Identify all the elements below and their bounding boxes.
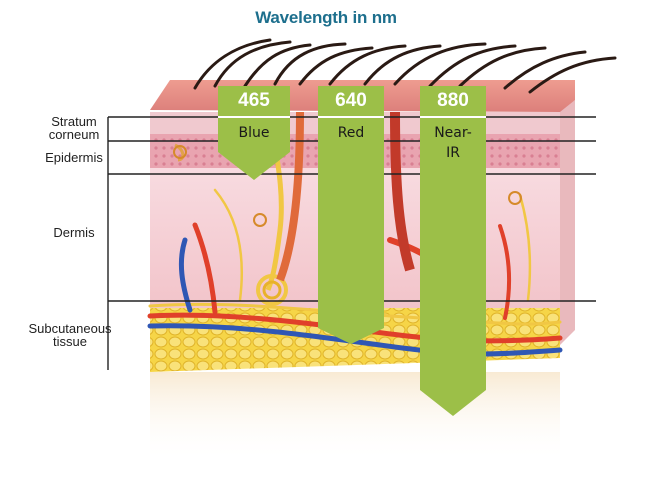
band-blue-label: Blue: [238, 125, 270, 141]
band-red-arrow: [318, 86, 384, 344]
layer-label-stratum-corneum: Stratum corneum: [48, 114, 100, 142]
band-blue-arrow: [218, 86, 290, 180]
band-blue-wavelength: 465: [238, 90, 270, 111]
band-near-ir-label: Near- IR: [434, 125, 472, 161]
layer-label-dermis: Dermis: [53, 225, 95, 240]
reflection: [150, 372, 560, 462]
wavelength-bands: [218, 86, 486, 416]
layer-label-epidermis: Epidermis: [45, 150, 103, 165]
band-red-label: Red: [337, 125, 365, 141]
hairs: [193, 38, 617, 94]
diagram-title: Wavelength in nm: [255, 8, 397, 27]
hair-follicles: [173, 111, 522, 282]
band-near-ir-arrow: [420, 86, 486, 416]
skin-side-face: [560, 100, 575, 345]
band-red-wavelength: 640: [335, 90, 367, 111]
layer-label-subcutaneous-tissue: Subcutaneous tissue: [28, 321, 112, 349]
band-near-ir-wavelength: 880: [437, 90, 469, 111]
